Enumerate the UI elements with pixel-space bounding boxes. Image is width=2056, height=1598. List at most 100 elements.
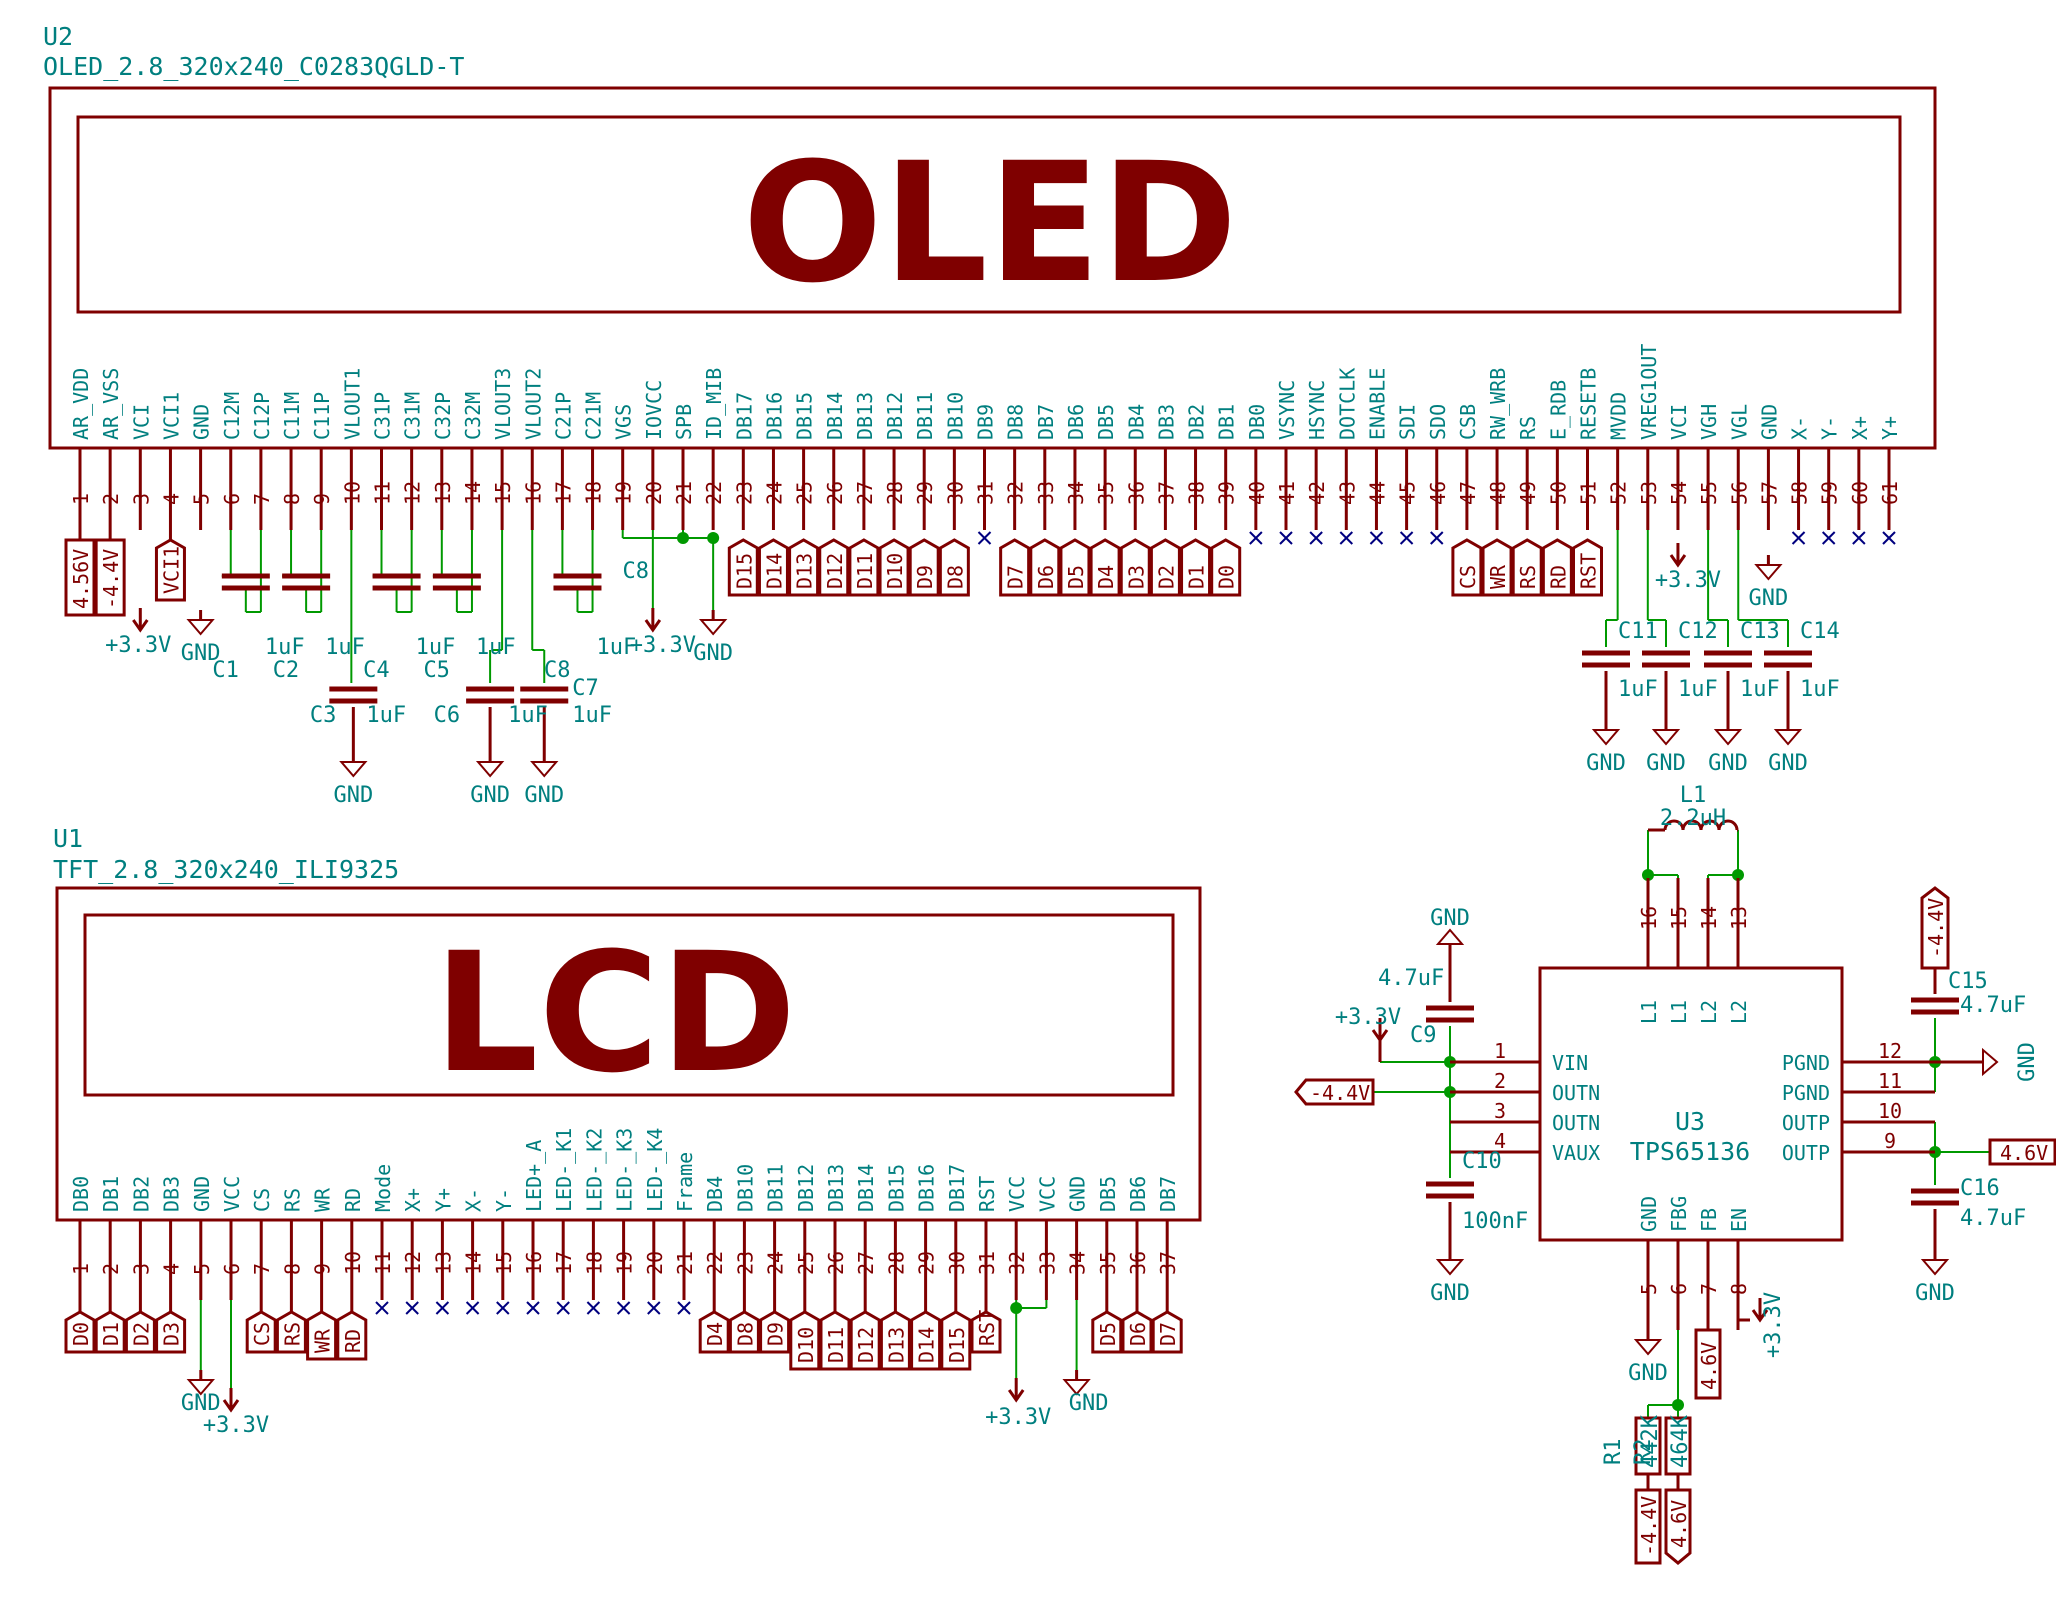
lcd-pin-8-number: 8 xyxy=(280,1263,304,1275)
tps-pin-2-name: OUTN xyxy=(1552,1081,1600,1105)
oled-pin-41-name: VSYNC xyxy=(1275,380,1299,440)
p33-label-vci: +3.3V xyxy=(105,633,171,658)
net-label-lcd-d7 xyxy=(1151,1310,1183,1354)
oled-pin-60-number: 60 xyxy=(1848,481,1872,505)
no-connect-marker xyxy=(647,1301,661,1315)
net-label-lcd-d0-text: D0 xyxy=(69,1322,93,1346)
lcd-pin-21-number: 21 xyxy=(673,1251,697,1275)
lcd-pin-29-number: 29 xyxy=(915,1251,939,1275)
oled-pin-3-number: 3 xyxy=(129,493,153,505)
net-label-d13-text: D13 xyxy=(793,553,817,589)
power-arrow xyxy=(1669,554,1687,568)
no-connect-marker xyxy=(1399,531,1414,545)
no-connect-marker xyxy=(1821,531,1836,545)
lcd-pin-4-name: DB3 xyxy=(160,1176,184,1212)
oled-pin-18-number: 18 xyxy=(582,481,606,505)
lcd-part-name: TFT_2.8_320x240_ILI9325 xyxy=(53,855,399,884)
lcd-pin-14-name: X- xyxy=(462,1188,486,1212)
net-label-lcd-d3 xyxy=(155,1310,187,1354)
oled-pin-10-number: 10 xyxy=(340,481,364,505)
C9-ref: C9 xyxy=(1410,1023,1437,1048)
net-label-d10-text: D10 xyxy=(883,553,907,589)
net-label-lcd-d8 xyxy=(728,1310,760,1354)
tps-pin-11-number: 11 xyxy=(1878,1069,1902,1093)
oled-pin-26-name: DB14 xyxy=(823,392,847,440)
oled-pin-59-name: Y- xyxy=(1818,416,1842,440)
net-label-d2-text: D2 xyxy=(1154,565,1178,589)
C4-value: 1uF xyxy=(416,635,456,660)
no-connect-marker xyxy=(1249,531,1263,545)
C7-value: 1uF xyxy=(572,703,612,728)
L1-ref: L1 xyxy=(1680,783,1707,808)
oled-pin-7-number: 7 xyxy=(250,493,274,505)
gnd-label: GND xyxy=(1768,751,1808,776)
oled-pin-58-number: 58 xyxy=(1788,481,1812,505)
lcd-pin-12-name: X+ xyxy=(401,1188,425,1212)
power-arrow xyxy=(1007,1389,1025,1403)
net-label-d4 xyxy=(1089,538,1121,597)
oled-pin-30-name: DB10 xyxy=(943,392,967,440)
gnd-symbol xyxy=(186,1379,215,1396)
oled-pin-31-number: 31 xyxy=(974,481,998,505)
lcd-pin-36-number: 36 xyxy=(1126,1251,1150,1275)
tps-pin-4-number: 4 xyxy=(1494,1129,1506,1153)
net-label-d11-text: D11 xyxy=(853,553,877,589)
lcd-pin-24-number: 24 xyxy=(764,1251,788,1275)
C5-ref: C5 xyxy=(423,658,450,683)
oled-pin-19-number: 19 xyxy=(612,481,636,505)
net-label-4.56v xyxy=(64,538,96,617)
net-label-lcd-d12 xyxy=(849,1310,881,1371)
oled-pin-54-number: 54 xyxy=(1667,481,1691,505)
net-label-d3-text: D3 xyxy=(1124,565,1148,589)
C11-ref: C11 xyxy=(1618,619,1658,644)
net-label-lcd-rd xyxy=(336,1310,368,1361)
net-label-d4-text: D4 xyxy=(1094,565,1118,589)
oled-pin-33-number: 33 xyxy=(1034,481,1058,505)
oled-pin-11-name: C31P xyxy=(371,392,395,440)
net-label-d1 xyxy=(1180,538,1212,597)
oled-pin-40-number: 40 xyxy=(1245,481,1269,505)
gnd-label: GND xyxy=(333,783,373,808)
net-label-lcd-wr-text: WR xyxy=(311,1328,335,1353)
net-label-4.6v-fb xyxy=(1694,1328,1722,1400)
net-label-4.56v-text: 4.56V xyxy=(69,549,93,609)
C15-ref: C15 xyxy=(1948,969,1988,994)
lcd-display-text: LCD xyxy=(433,917,796,1109)
net-label-neg4.4v xyxy=(94,538,126,617)
gnd-label: GND xyxy=(693,641,733,666)
oled-pin-51-number: 51 xyxy=(1577,481,1601,505)
net-label-lcd-rs xyxy=(275,1310,307,1354)
oled-pin-21-number: 21 xyxy=(672,481,696,505)
net-label-rs-text: RS xyxy=(1516,565,1540,589)
net-label-lcd-rst xyxy=(970,1310,1002,1354)
tps-pin-14-number: 14 xyxy=(1697,906,1721,930)
gnd-label: GND xyxy=(1749,586,1789,611)
oled-pin-39-number: 39 xyxy=(1215,481,1239,505)
oled-pin-32-name: DB8 xyxy=(1004,404,1028,440)
junction-dot xyxy=(1732,869,1744,881)
net-label-rd xyxy=(1541,538,1573,597)
net-label-lcd-d9 xyxy=(759,1310,791,1354)
oled-pin-13-number: 13 xyxy=(431,481,455,505)
no-connect-marker xyxy=(1309,531,1323,545)
lcd-pin-14-number: 14 xyxy=(462,1251,486,1275)
lcd-pin-13-number: 13 xyxy=(431,1251,455,1275)
lcd-pin-4-number: 4 xyxy=(160,1263,184,1275)
oled-pin-43-number: 43 xyxy=(1335,481,1359,505)
net-label-d14-text: D14 xyxy=(762,553,786,589)
net-label-lcd-cs xyxy=(245,1310,277,1354)
no-connect-marker xyxy=(586,1301,601,1315)
net-label-neg4.4v-c15-text: -4.4V xyxy=(1924,898,1948,958)
L1-value: 2.2uH xyxy=(1660,806,1726,831)
lcd-pin-5-number: 5 xyxy=(190,1263,214,1275)
oled-pin-21-name: SPB xyxy=(672,404,696,440)
lcd-pin-18-number: 18 xyxy=(582,1251,606,1275)
net-label-d0 xyxy=(1210,538,1242,597)
net-label-4.6v-out-text: 4.6V xyxy=(2000,1141,2048,1165)
tps-pin-1-number: 1 xyxy=(1494,1039,1506,1063)
tps-pin-5-name: GND xyxy=(1637,1196,1661,1232)
oled-pin-48-name: RW_WRB xyxy=(1486,368,1510,440)
oled-pin-34-name: DB6 xyxy=(1064,404,1088,440)
net-label-lcd-wr xyxy=(306,1310,338,1361)
oled-pin-52-number: 52 xyxy=(1607,481,1631,505)
